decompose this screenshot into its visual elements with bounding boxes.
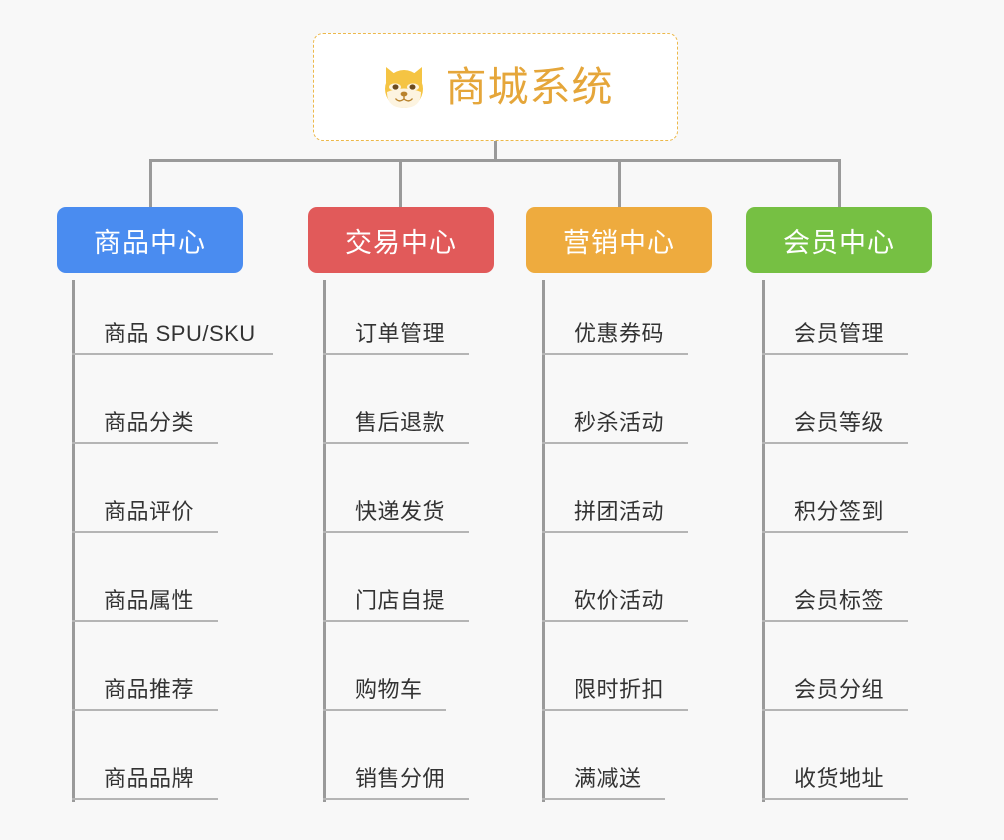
leaf-item[interactable]: 秒杀活动 <box>542 355 688 444</box>
leaf-item[interactable]: 砍价活动 <box>542 533 688 622</box>
leaf-item[interactable]: 商品品牌 <box>72 711 218 800</box>
category-header-label: 商品中心 <box>94 227 206 258</box>
leaf-item-label: 商品品牌 <box>104 766 195 791</box>
leaf-item[interactable]: 商品属性 <box>72 533 218 622</box>
leaf-item-label: 商品评价 <box>104 499 195 524</box>
leaf-item-underline <box>762 798 908 800</box>
leaf-item-label: 收货地址 <box>794 766 885 791</box>
leaf-item-label: 商品 SPU/SKU <box>104 321 256 346</box>
leaf-item-label: 优惠券码 <box>574 321 665 346</box>
connector-drop-product-center <box>149 159 152 208</box>
leaf-item[interactable]: 商品推荐 <box>72 622 218 711</box>
leaf-item[interactable]: 满减送 <box>542 711 665 800</box>
leaf-item-underline <box>72 353 274 355</box>
leaf-item-underline <box>72 620 218 622</box>
leaf-item[interactable]: 门店自提 <box>323 533 469 622</box>
leaf-item-label: 砍价活动 <box>574 588 665 613</box>
leaf-item-underline <box>323 620 469 622</box>
leaf-item[interactable]: 拼团活动 <box>542 444 688 533</box>
category-header-marketing-center[interactable]: 营销中心 <box>526 207 712 273</box>
leaf-item-label: 销售分佣 <box>355 766 446 791</box>
leaf-item[interactable]: 收货地址 <box>762 711 908 800</box>
leaf-spine <box>323 280 326 802</box>
leaf-item-label: 商品推荐 <box>104 677 195 702</box>
root-title: 商城系统 <box>445 63 614 110</box>
leaf-item-underline <box>72 531 218 533</box>
leaf-item[interactable]: 会员管理 <box>762 266 908 355</box>
leaf-item[interactable]: 销售分佣 <box>323 711 469 800</box>
leaf-item-label: 限时折扣 <box>574 677 665 702</box>
leaf-item-underline <box>323 353 469 355</box>
leaf-item-underline <box>762 620 908 622</box>
leaf-item-label: 商品属性 <box>104 588 195 613</box>
leaf-item-underline <box>542 353 688 355</box>
leaf-item-underline <box>762 442 908 444</box>
category-header-label: 营销中心 <box>563 227 675 258</box>
leaf-item-underline <box>542 620 688 622</box>
leaf-item[interactable]: 售后退款 <box>323 355 469 444</box>
leaf-item-underline <box>72 798 218 800</box>
leaf-item-label: 积分签到 <box>794 499 885 524</box>
leaf-item-underline <box>542 442 688 444</box>
leaf-item-label: 快递发货 <box>355 499 446 524</box>
leaf-item-label: 订单管理 <box>355 321 446 346</box>
connector-drop-marketing-center <box>618 159 621 208</box>
connector-root-stem <box>494 141 497 161</box>
leaf-item[interactable]: 商品分类 <box>72 355 218 444</box>
category-header-product-center[interactable]: 商品中心 <box>57 207 243 273</box>
leaf-item-label: 会员分组 <box>794 677 885 702</box>
leaf-item-underline <box>762 353 908 355</box>
leaf-item[interactable]: 会员等级 <box>762 355 908 444</box>
leaf-item-label: 会员管理 <box>794 321 885 346</box>
leaf-item-underline <box>72 442 218 444</box>
leaf-item-underline <box>323 442 469 444</box>
leaf-item-label: 门店自提 <box>355 588 446 613</box>
shiba-dog-face-icon <box>378 61 430 113</box>
leaf-item-underline <box>323 798 469 800</box>
leaf-item-underline <box>323 531 469 533</box>
leaf-item[interactable]: 限时折扣 <box>542 622 688 711</box>
leaf-item-underline <box>542 531 688 533</box>
leaf-item-label: 会员标签 <box>794 588 885 613</box>
leaf-item-label: 会员等级 <box>794 410 885 435</box>
leaf-item-label: 拼团活动 <box>574 499 665 524</box>
category-header-member-center[interactable]: 会员中心 <box>746 207 932 273</box>
leaf-item[interactable]: 订单管理 <box>323 266 469 355</box>
connector-drop-member-center <box>838 159 841 208</box>
leaf-item[interactable]: 会员分组 <box>762 622 908 711</box>
leaf-item[interactable]: 商品 SPU/SKU <box>72 266 274 355</box>
root-node-mall-system[interactable]: 商城系统 <box>313 33 678 141</box>
leaf-item-label: 售后退款 <box>355 410 446 435</box>
leaf-item[interactable]: 优惠券码 <box>542 266 688 355</box>
leaf-item[interactable]: 快递发货 <box>323 444 469 533</box>
leaf-item[interactable]: 商品评价 <box>72 444 218 533</box>
leaf-item-underline <box>762 531 908 533</box>
leaf-item-label: 购物车 <box>355 677 423 702</box>
category-header-label: 会员中心 <box>783 227 895 258</box>
leaf-item[interactable]: 购物车 <box>323 622 446 711</box>
leaf-item[interactable]: 会员标签 <box>762 533 908 622</box>
leaf-item-underline <box>542 798 665 800</box>
leaf-item-label: 秒杀活动 <box>574 410 665 435</box>
leaf-item-underline <box>72 709 218 711</box>
connector-drop-trade-center <box>399 159 402 208</box>
category-header-label: 交易中心 <box>345 227 457 258</box>
category-header-trade-center[interactable]: 交易中心 <box>308 207 494 273</box>
leaf-item[interactable]: 积分签到 <box>762 444 908 533</box>
leaf-spine <box>72 280 75 802</box>
leaf-item-underline <box>323 709 446 711</box>
connector-horizontal-bus <box>149 159 841 162</box>
leaf-item-underline <box>762 709 908 711</box>
leaf-spine <box>762 280 765 802</box>
leaf-item-label: 满减送 <box>574 766 642 791</box>
leaf-item-underline <box>542 709 688 711</box>
leaf-item-label: 商品分类 <box>104 410 195 435</box>
leaf-spine <box>542 280 545 802</box>
